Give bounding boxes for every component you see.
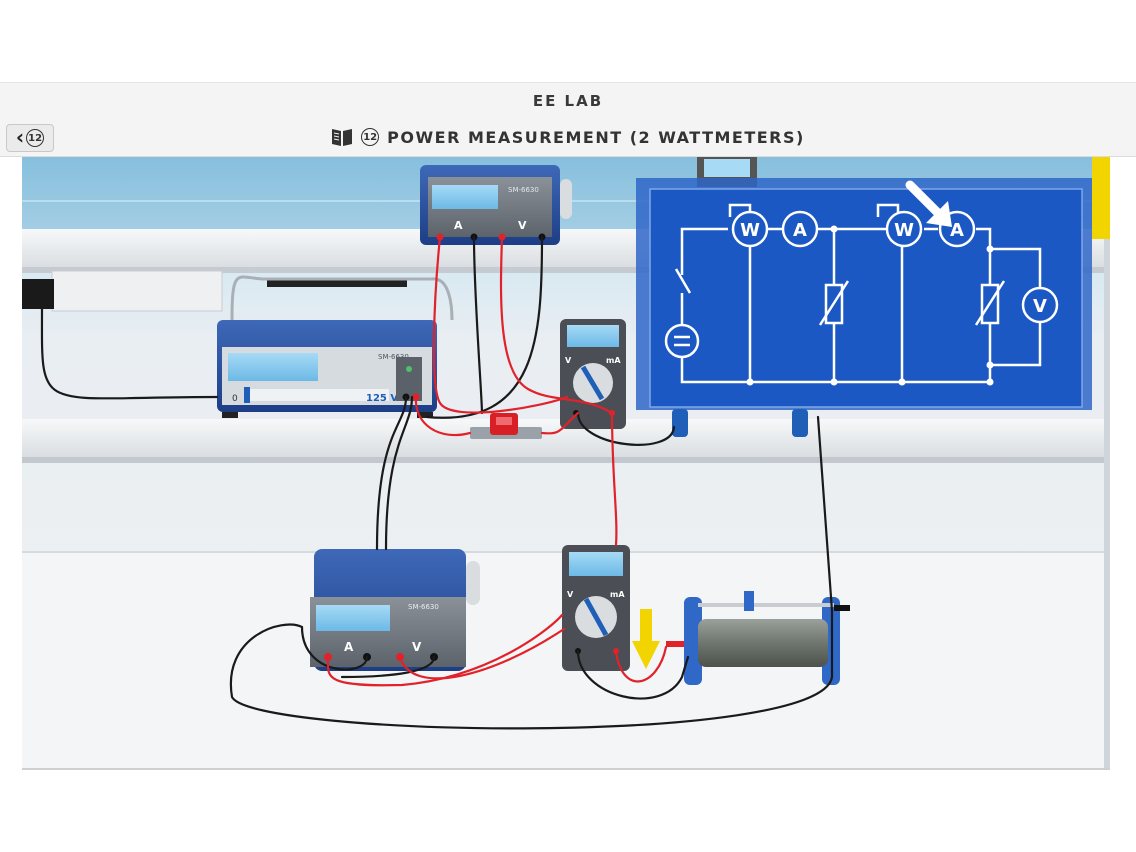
wattmeter-top-label-v: V — [518, 219, 527, 232]
multimeter-top[interactable]: V mA — [560, 319, 626, 429]
multimeter-top-label-ma: mA — [606, 356, 621, 365]
power-supply-voltage: 125 V — [366, 393, 398, 404]
schematic-voltmeter: V — [1033, 296, 1047, 317]
wattmeter-bottom[interactable]: SM-6630 A V — [310, 549, 480, 671]
app-title: EE LAB — [532, 92, 604, 110]
lesson-header: 12 POWER MEASUREMENT (2 WATTMETERS) — [0, 118, 1136, 156]
schematic-wattmeter-2: W — [894, 220, 914, 241]
wattmeter-top-label-a: A — [454, 219, 463, 232]
nav-bar: 12 POWER MEASUREMENT (2 WATTMETERS) ‹ 12 — [0, 118, 1136, 157]
wattmeter-bottom-label-a: A — [344, 640, 354, 654]
schematic-ammeter-1: A — [793, 220, 807, 241]
multimeter-top-label-v: V — [565, 356, 572, 365]
wiring — [40, 235, 834, 730]
wattmeter-bottom-label-v: V — [412, 640, 422, 654]
wattmeter-bottom-brand: SM-6630 — [408, 603, 439, 611]
lab-scene-canvas: SM-6630 A V SM-6630 0 125 V V mA — [22, 157, 1110, 769]
multimeter-bottom-label-v: V — [567, 590, 574, 599]
schematic-ammeter-2: A — [950, 220, 964, 241]
circuit-switch[interactable] — [470, 413, 542, 439]
chevron-left-icon: ‹ — [15, 125, 25, 149]
back-button[interactable]: ‹ 12 — [6, 124, 54, 152]
scene-bottom-border — [22, 768, 1110, 770]
wattmeter-top[interactable]: SM-6630 A V — [420, 165, 572, 245]
multimeter-bottom[interactable]: V mA — [562, 545, 630, 671]
title-bar: EE LAB — [0, 82, 1136, 120]
multimeter-bottom-label-ma: mA — [610, 590, 625, 599]
schematic-wattmeter-1: W — [740, 220, 760, 241]
lesson-number-badge: 12 — [361, 128, 380, 146]
book-icon — [332, 129, 353, 146]
hint-arrow-down-icon — [632, 609, 660, 669]
power-supply[interactable]: SM-6630 0 125 V — [217, 275, 454, 418]
power-supply-zero: 0 — [232, 394, 238, 404]
circuit-schematic: W A W A V — [636, 178, 1092, 437]
hint-arrow-icon — [905, 180, 952, 227]
back-lesson-number: 12 — [26, 129, 45, 147]
power-supply-brand: SM-6630 — [378, 353, 409, 361]
lab-scene: SM-6630 A V SM-6630 0 125 V V mA — [22, 157, 1110, 769]
wattmeter-top-brand: SM-6630 — [508, 186, 539, 194]
lesson-title: POWER MEASUREMENT (2 WATTMETERS) — [387, 127, 805, 147]
